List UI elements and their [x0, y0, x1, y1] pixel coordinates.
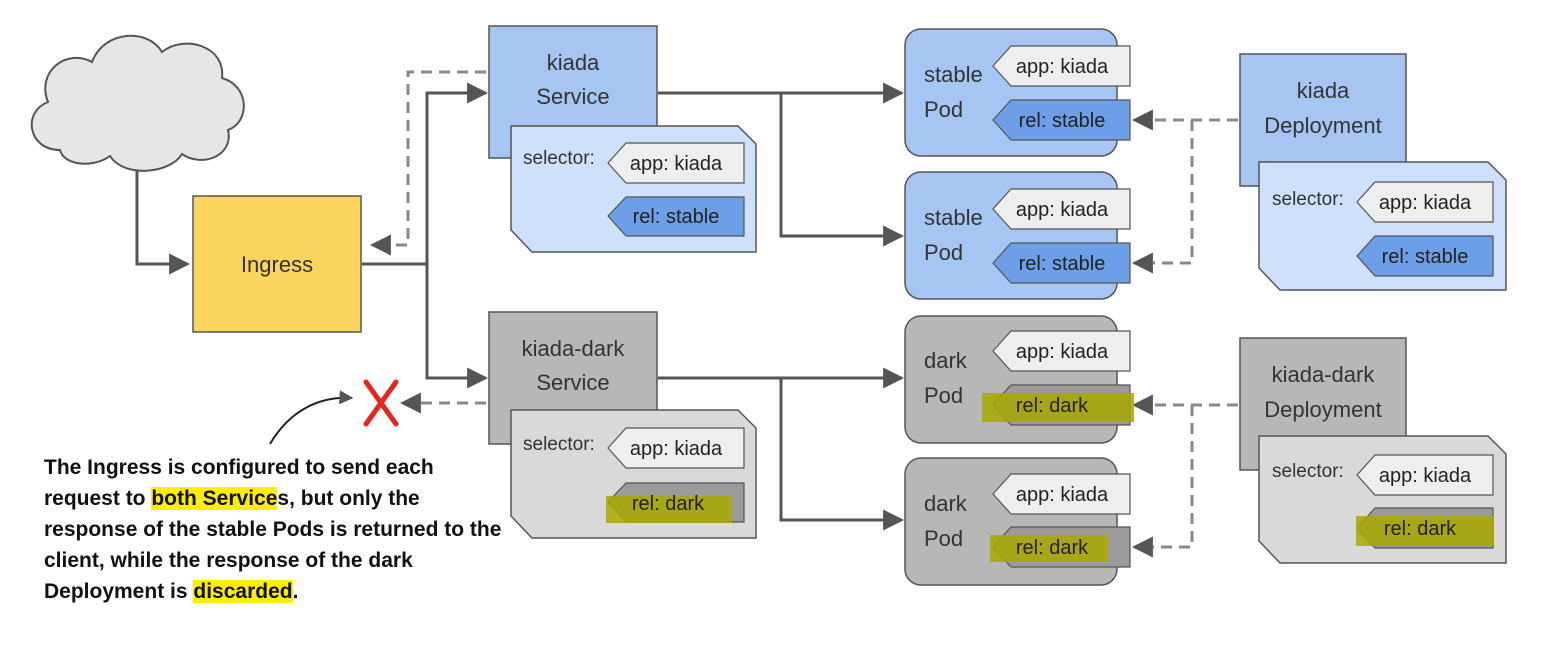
pod-2-type: Pod	[924, 240, 963, 265]
kiada-deployment-selector: selector: app: kiada rel: stable	[1258, 161, 1507, 291]
pod-3-type: Pod	[924, 383, 963, 408]
kiada-deployment-pod2-link	[1131, 120, 1194, 274]
dark-service-rel-highlight	[606, 496, 732, 523]
stable-response-arrow	[369, 70, 486, 256]
ingress-to-dark-service-arrow	[425, 264, 489, 389]
pod-4-type: Pod	[924, 526, 963, 551]
pod-1-rel-tag: rel: stable	[1019, 110, 1106, 132]
kiada-service-name: kiada	[547, 50, 600, 75]
pod-1-name: stable	[924, 62, 983, 87]
pod-4-rel-highlight	[990, 535, 1108, 562]
dark-service-rel-tag: rel: dark	[632, 493, 705, 515]
cloud-to-ingress-arrow	[135, 168, 191, 275]
caption-part1: The Ingress is configured to send each r…	[44, 456, 434, 510]
pod-2-app-tag: app: kiada	[1016, 199, 1109, 221]
dark-deployment-rel-highlight	[1356, 516, 1494, 546]
dark-service-name: kiada-dark	[522, 336, 626, 361]
kiada-service-to-pod2-arrow	[779, 93, 905, 247]
dark-deployment-selector: selector: app: kiada rel: dark	[1258, 435, 1507, 564]
pod-2-name: stable	[924, 205, 983, 230]
caption-highlight-discarded: discarded	[193, 580, 293, 603]
ingress-label: Ingress	[241, 252, 313, 277]
kiada-service-app-tag: app: kiada	[630, 153, 723, 175]
kiada-deployment-selector-label: selector:	[1272, 189, 1344, 210]
dark-service-app-tag: app: kiada	[630, 438, 723, 460]
pod-3-name: dark	[924, 348, 968, 373]
pod-4: dark Pod app: kiada rel: dark	[904, 457, 1131, 586]
pod-4-rel-tag: rel: dark	[1016, 537, 1089, 559]
pod-1-type: Pod	[924, 97, 963, 122]
dark-service-type: Service	[536, 370, 609, 395]
caption-pointer-arrow	[269, 390, 354, 445]
connectors	[135, 82, 905, 531]
red-cross-icon	[363, 379, 399, 427]
dark-service-selector-label: selector:	[523, 434, 595, 455]
kiada-deployment-app-tag: app: kiada	[1379, 192, 1472, 214]
pod-3-rel-highlight	[982, 393, 1134, 422]
kiada-deployment-type: Deployment	[1264, 113, 1381, 138]
dark-service-to-pod4-arrow	[779, 378, 905, 531]
pod-1-app-tag: app: kiada	[1016, 56, 1109, 78]
caption-part2: s, but only the response of the stable P…	[44, 487, 502, 603]
cloud-icon	[30, 34, 245, 172]
dark-service-selector: selector: app: kiada rel: dark	[510, 409, 757, 539]
kiada-service-selector: selector: app: kiada rel: stable	[510, 125, 757, 253]
dark-deployment-rel-tag: rel: dark	[1384, 518, 1457, 540]
pod-3-rel-tag: rel: dark	[1016, 395, 1089, 417]
response-connectors	[369, 70, 1238, 558]
pod-1: stable Pod app: kiada rel: stable	[904, 28, 1131, 157]
pod-2-rel-tag: rel: stable	[1019, 253, 1106, 275]
pod-3: dark Pod app: kiada rel: dark	[904, 315, 1134, 444]
caption-text: The Ingress is configured to send each r…	[44, 452, 504, 607]
pod-4-name: dark	[924, 491, 968, 516]
pod-3-app-tag: app: kiada	[1016, 341, 1109, 363]
kiada-deployment-name: kiada	[1297, 78, 1350, 103]
pod-4-app-tag: app: kiada	[1016, 484, 1109, 506]
ingress-to-kiada-service-arrow	[362, 82, 489, 266]
kiada-service-rel-tag: rel: stable	[633, 206, 720, 228]
caption-highlight-both-services: both Service	[151, 487, 278, 510]
dark-deployment-selector-label: selector:	[1272, 461, 1344, 482]
caption-part3: .	[292, 580, 299, 603]
dark-deployment-name: kiada-dark	[1272, 362, 1376, 387]
dark-deployment-app-tag: app: kiada	[1379, 465, 1472, 487]
kiada-service-selector-label: selector:	[523, 148, 595, 169]
kiada-deployment-rel-tag: rel: stable	[1382, 246, 1469, 268]
dark-deployment-pod4-link	[1131, 405, 1194, 558]
pod-2: stable Pod app: kiada rel: stable	[904, 171, 1131, 300]
dark-deployment-type: Deployment	[1264, 397, 1381, 422]
ingress-box: Ingress	[192, 195, 362, 333]
kiada-service-type: Service	[536, 84, 609, 109]
